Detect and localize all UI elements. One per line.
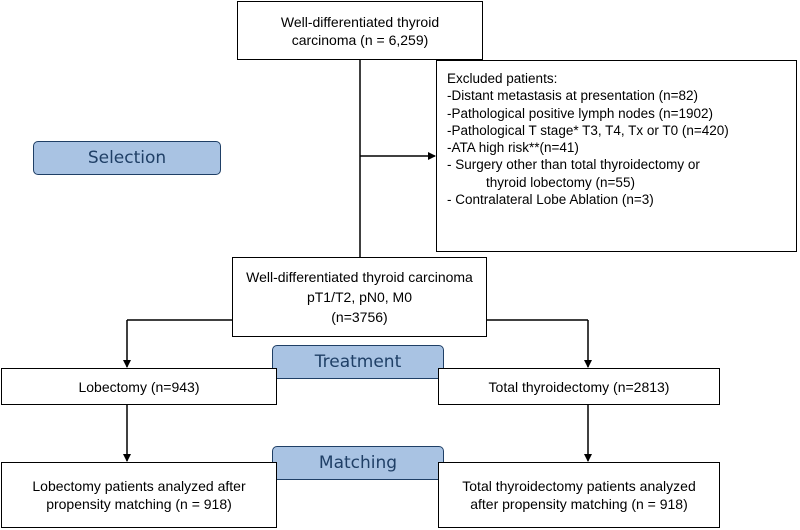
initial-cohort-line-1: Well-differentiated thyroid (280, 13, 440, 30)
selection-label-text: Selection (87, 148, 167, 168)
eligible-line-1: Well-differentiated thyroid carcinoma (246, 269, 473, 285)
matching-label: Matching (272, 446, 444, 480)
eligible-line-2: pT1/T2, pN0, M0 (306, 289, 413, 305)
selection-label: Selection (33, 141, 221, 175)
treatment-label-text: Treatment (314, 352, 402, 372)
total-thyroidectomy-text: Total thyroidectomy (n=2813) (488, 378, 670, 395)
exclusion-item: -Pathological T stage* T3, T4, Tx or T0 … (447, 122, 729, 138)
total-matched-box: Total thyroidectomy patients analyzed af… (438, 462, 720, 528)
exclusion-item: -Distant metastasis at presentation (n=8… (447, 88, 698, 104)
eligible-cohort-box: Well-differentiated thyroid carcinoma pT… (232, 257, 487, 337)
matching-label-text: Matching (318, 453, 398, 473)
exclusion-item: - Surgery other than total thyroidectomy… (447, 157, 700, 173)
exclusion-item: - Contralateral Lobe Ablation (n=3) (447, 192, 654, 208)
exclusion-title: Excluded patients: (447, 71, 558, 86)
lobectomy-text: Lobectomy (n=943) (78, 378, 200, 395)
exclusion-box: Excluded patients: -Distant metastasis a… (436, 60, 797, 252)
treatment-label: Treatment (272, 345, 444, 379)
exclusion-item: -ATA high risk**(n=41) (447, 140, 579, 156)
lobectomy-matched-line-2: propensity matching (n = 918) (46, 496, 232, 512)
total-matched-line-2: after propensity matching (n = 918) (470, 496, 688, 512)
eligible-line-3: (n=3756) (331, 309, 388, 325)
lobectomy-box: Lobectomy (n=943) (1, 368, 277, 405)
initial-cohort-box: Well-differentiated thyroid carcinoma (n… (237, 1, 483, 60)
lobectomy-matched-line-1: Lobectomy patients analyzed after (32, 478, 246, 494)
lobectomy-matched-box: Lobectomy patients analyzed after propen… (1, 462, 277, 528)
total-matched-line-1: Total thyroidectomy patients analyzed (462, 478, 696, 494)
exclusion-item: thyroid lobectomy (n=55) (486, 174, 635, 190)
initial-cohort-line-2: carcinoma (n = 6,259) (291, 31, 429, 48)
total-thyroidectomy-box: Total thyroidectomy (n=2813) (438, 368, 720, 405)
exclusion-item: -Pathological positive lymph nodes (n=19… (447, 105, 714, 121)
